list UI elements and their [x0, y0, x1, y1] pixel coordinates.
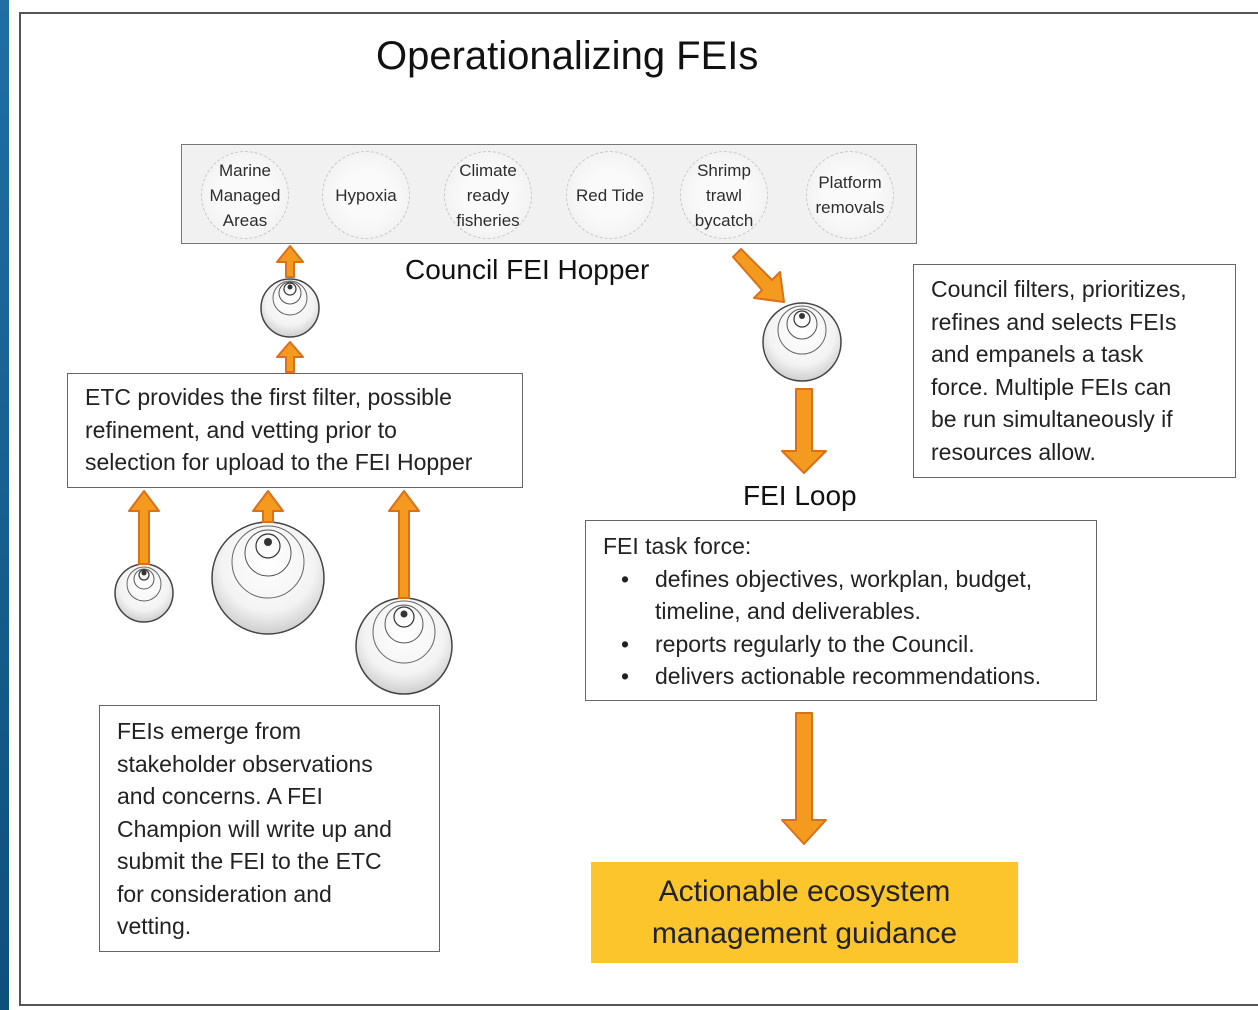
task-force-item: • defines objectives, workplan, budget, t… [621, 563, 1086, 628]
arrow-up-small-fei [128, 490, 160, 565]
hopper-item-marine-managed-areas: Marine Managed Areas [201, 151, 289, 239]
emerge-line: submit the FEI to the ETC [117, 848, 382, 874]
fei-hopper: Marine Managed Areas Hypoxia Climate rea… [181, 144, 917, 244]
bullet-icon: • [621, 565, 630, 592]
hopper-label: Council FEI Hopper [405, 254, 650, 285]
task-force-list: • defines objectives, workplan, budget, t… [603, 563, 1086, 693]
task-force-item: • delivers actionable recommendations. [621, 660, 1086, 693]
emerge-line: Champion will write up and [117, 815, 392, 842]
hopper-item-shrimp-trawl-bycatch: Shrimp trawl bycatch [680, 151, 768, 239]
actionable-guidance-box: Actionable ecosystem management guidance [591, 862, 1018, 963]
diagram-frame [19, 12, 1258, 1006]
council-line: and empanels a task [931, 341, 1144, 367]
fei-icon-hopper-feed [260, 278, 320, 338]
emerge-line: for consideration and [117, 880, 332, 907]
fei-icon-medium [355, 597, 453, 695]
arrow-down-to-guidance [781, 712, 827, 845]
fei-loop-label: FEI Loop [743, 480, 857, 511]
task-force-heading: FEI task force: [603, 533, 752, 559]
arrow-down-to-loop-label [781, 388, 827, 474]
arrow-up-to-icon [276, 341, 304, 373]
fei-icon-large [211, 521, 325, 635]
hopper-item-red-tide: Red Tide [566, 151, 654, 239]
bullet-icon: • [621, 663, 630, 689]
emerge-line: FEIs emerge from [117, 718, 302, 744]
arrow-up-large-fei [252, 490, 284, 523]
hopper-item-climate-ready-fisheries: Climate ready fisheries [444, 151, 532, 239]
bullet-icon: • [621, 630, 630, 657]
emerge-box: FEIs emerge from stakeholder observation… [99, 705, 440, 952]
council-line: refines and selects FEIs [931, 308, 1177, 335]
council-line: resources allow. [931, 438, 1096, 465]
left-edge-bar [0, 0, 9, 1010]
hopper-item-hypoxia: Hypoxia [322, 151, 410, 239]
council-line: force. Multiple FEIs can [931, 373, 1172, 400]
fei-icon-small [114, 563, 174, 623]
page-title: Operationalizing FEIs [376, 34, 759, 78]
fei-icon-loop [762, 302, 842, 382]
etc-line: refinement, and vetting prior to [85, 416, 397, 443]
arrow-up-medium-fei [388, 490, 420, 599]
task-force-item-text: reports regularly to the Council. [655, 630, 975, 657]
task-force-item-text: defines objectives, workplan, budget, ti… [655, 565, 1033, 625]
council-line: be run simultaneously if [931, 406, 1173, 432]
emerge-line: stakeholder observations [117, 750, 373, 777]
task-force-item-text: delivers actionable recommendations. [655, 663, 1042, 689]
emerge-line: and concerns. A FEI [117, 783, 323, 809]
arrow-hopper-to-loop [732, 248, 785, 303]
etc-line: ETC provides the first filter, possible [85, 384, 452, 410]
task-force-box: FEI task force: • defines objectives, wor… [585, 520, 1097, 701]
etc-filter-box: ETC provides the first filter, possible … [67, 373, 523, 488]
etc-line: selection for upload to the FEI Hopper [85, 449, 473, 475]
arrow-up-to-hopper [276, 245, 304, 278]
hopper-item-platform-removals: Platform removals [806, 151, 894, 239]
council-box: Council filters, prioritizes, refines an… [913, 264, 1236, 478]
task-force-item: • reports regularly to the Council. [621, 628, 1086, 661]
emerge-line: vetting. [117, 913, 192, 939]
council-line: Council filters, prioritizes, [931, 276, 1187, 302]
